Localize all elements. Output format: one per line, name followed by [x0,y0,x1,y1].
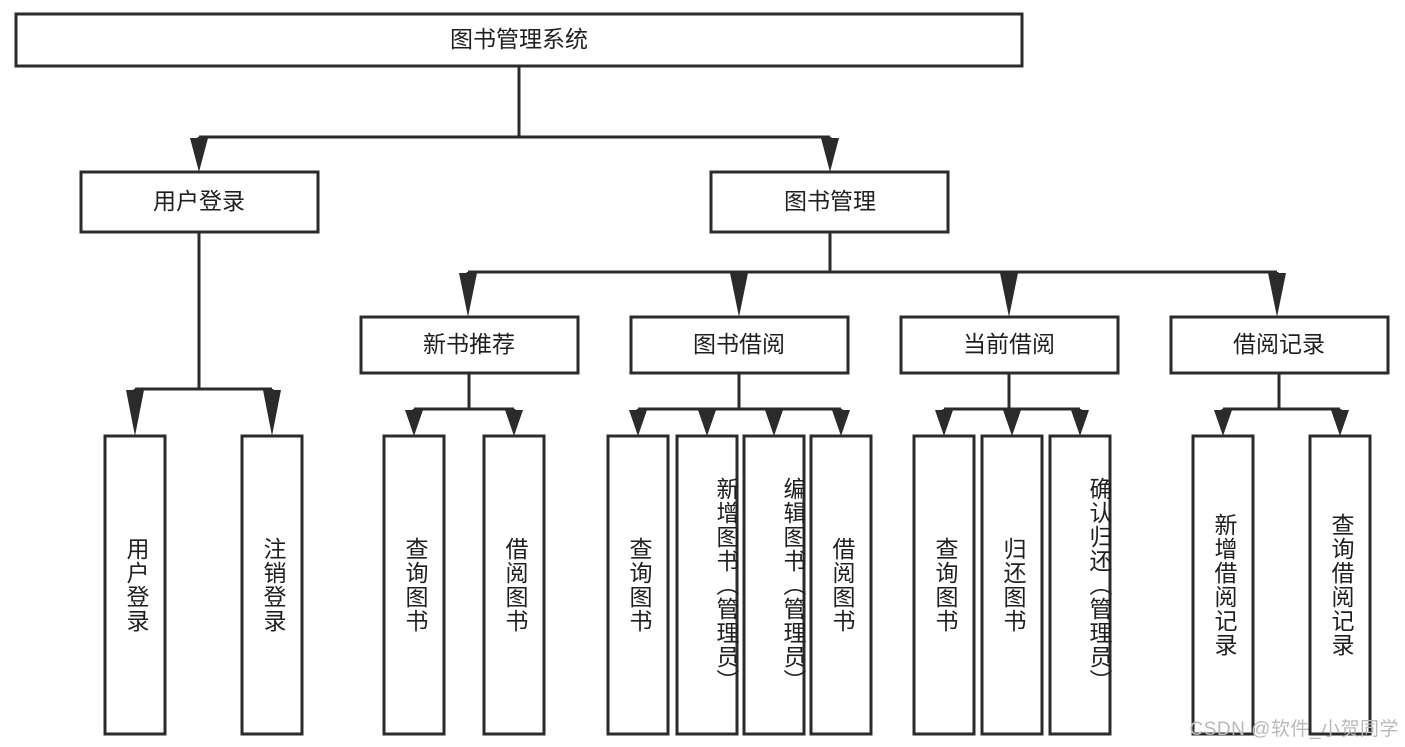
arrow-head-icon [1268,273,1286,317]
csdn-watermark: CSDN @软件_小贺同学 [1189,719,1399,740]
leaf-borrow-book-1-rect[interactable] [482,434,546,736]
arrow-head-icon [1331,410,1349,436]
node-user-login-label: 用户登录 [153,188,245,214]
arrow-head-icon [935,410,953,436]
arrow-head-icon [765,410,783,436]
arrow-head-icon [629,410,647,436]
leaf-user-login-rect[interactable] [103,434,167,736]
leaf-query-book-1-rect[interactable] [382,434,446,736]
arrow-head-icon [505,410,523,436]
node-current-borrow-rect [899,315,1120,375]
node-book-borrow-label: 图书借阅 [693,331,785,357]
leaf-borrow-book-2-rect[interactable] [809,434,873,736]
leaf-edit-book-rect[interactable] [742,434,806,736]
node-current-borrow[interactable]: 当前借阅 [899,315,1120,375]
connector-root-to-level2 [190,66,839,172]
leaf-query-book-2-rect[interactable] [606,434,670,736]
arrow-head-icon [698,410,716,436]
node-borrow-record-label: 借阅记录 [1233,331,1325,357]
leaf-logout-rect[interactable] [240,434,304,736]
arrow-head-icon [730,273,748,317]
node-book-manage[interactable]: 图书管理 [709,170,950,234]
arrow-head-icon [1071,410,1089,436]
connector-current-borrow-to-leaves [935,373,1089,436]
node-borrow-record[interactable]: 借阅记录 [1169,315,1390,375]
node-root[interactable]: 图书管理系统 [14,12,1024,68]
connector-book-manage-to-level3 [459,232,1286,317]
arrow-head-icon [821,138,839,172]
arrow-head-icon [405,410,423,436]
node-new-book-rec[interactable]: 新书推荐 [359,315,580,375]
connector-user-login-to-leaves [126,232,281,436]
node-root-rect [14,12,1024,68]
connector-new-book-rec-to-leaves [405,373,523,436]
node-new-book-rec-label: 新书推荐 [423,331,515,357]
leaf-query-record-rect[interactable] [1308,434,1372,736]
node-user-login[interactable]: 用户登录 [79,170,320,234]
leaf-return-book-rect[interactable] [980,434,1044,736]
leaf-add-record-rect[interactable] [1191,434,1255,736]
connector-book-borrow-to-leaves [629,373,850,436]
node-book-borrow[interactable]: 图书借阅 [629,315,850,375]
leaf-query-book-3-rect[interactable] [912,434,976,736]
arrow-head-icon [263,390,281,436]
node-user-login-rect [79,170,320,234]
node-book-manage-label: 图书管理 [784,188,876,214]
node-current-borrow-label: 当前借阅 [963,331,1055,357]
connector-borrow-record-to-leaves [1214,373,1349,436]
leaf-confirm-return-rect[interactable] [1048,434,1112,736]
arrow-head-icon [126,390,144,436]
arrow-head-icon [1003,410,1021,436]
arrow-head-icon [1000,273,1018,317]
node-new-book-rec-rect [359,315,580,375]
arrow-head-icon [1214,410,1232,436]
node-root-label: 图书管理系统 [450,26,588,52]
leaf-add-book-rect[interactable] [675,434,739,736]
arrow-head-icon [459,273,477,317]
arrow-head-icon [190,138,208,172]
arrow-head-icon [832,410,850,436]
